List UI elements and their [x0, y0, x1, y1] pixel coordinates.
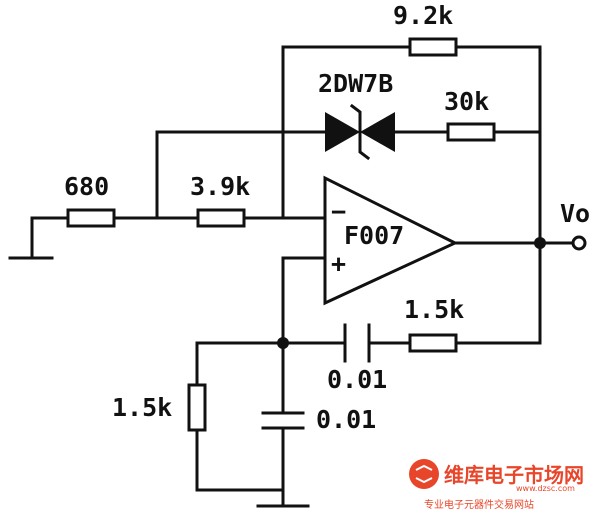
resistor-30k [446, 122, 496, 142]
resistor-3-9k [196, 208, 246, 228]
resistor-1-5k-ground [187, 383, 207, 432]
label-opamp-plus: + [331, 249, 346, 278]
label-r-pos-feedback: 1.5k [404, 295, 464, 324]
resistor-1-5k-feedback [408, 333, 458, 353]
label-output: Vo [560, 199, 590, 228]
zener-diode [325, 103, 395, 161]
opamp-triangle [323, 175, 459, 306]
label-opamp: F007 [344, 221, 404, 250]
label-r-feedback: 9.2k [393, 1, 453, 30]
watermark-tagline: 专业电子元器件交易网站 [424, 498, 534, 511]
label-r-ground: 1.5k [112, 393, 172, 422]
resistor-9-2k [408, 37, 458, 57]
watermark: 维库电子市场网 www.dzsc.com 专业电子元器件交易网站 [409, 459, 584, 511]
capacitor-ground [261, 411, 305, 430]
watermark-url: www.dzsc.com [516, 484, 575, 493]
resistor-680 [66, 208, 116, 228]
label-c-ground: 0.01 [316, 405, 376, 434]
junction-dot [534, 237, 546, 249]
capacitor-series [343, 323, 371, 363]
watermark-name: 维库电子市场网 [444, 463, 584, 487]
label-r-input2: 3.9k [190, 172, 250, 201]
label-opamp-minus: − [331, 197, 346, 226]
label-r-input: 680 [64, 172, 109, 201]
junction-dot [277, 337, 289, 349]
label-c-series: 0.01 [327, 365, 387, 394]
watermark-logo-icon [409, 459, 439, 489]
output-terminal [571, 235, 587, 251]
label-zener: 2DW7B [318, 69, 393, 98]
wires [8, 45, 576, 508]
label-r-zener: 30k [444, 87, 489, 116]
